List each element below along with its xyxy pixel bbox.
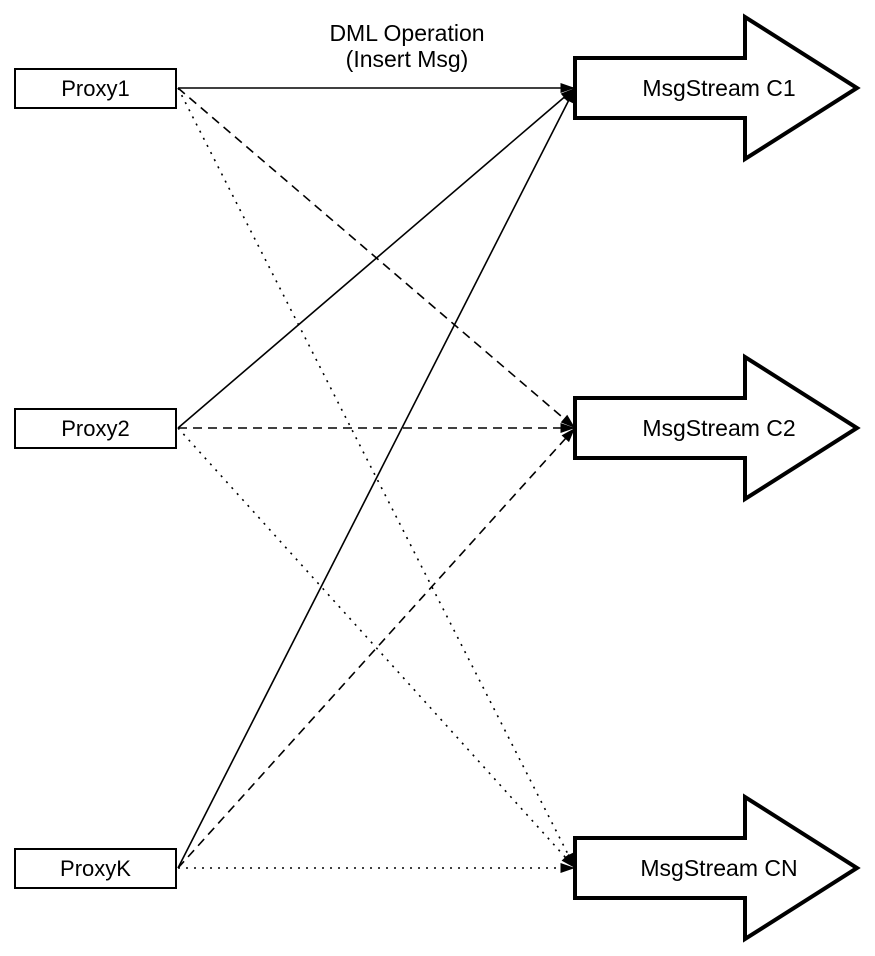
dml-operation-label-line-2: (Insert Msg) <box>345 46 469 72</box>
edges-group <box>177 83 576 873</box>
edge-proxyk-c1 <box>177 87 576 869</box>
dml-operation-label-line-1: DML Operation <box>329 20 485 46</box>
block-arrows-group <box>573 13 861 943</box>
msgstream-cn-label: MsgStream CN <box>640 855 798 881</box>
dml-operation-label: DML Operation (Insert Msg) <box>257 20 557 72</box>
msgstream-c1-arrow <box>573 13 861 163</box>
edge-proxy2-cn <box>177 427 576 869</box>
proxyk-label: ProxyK <box>60 855 131 881</box>
msgstream-cn-arrow <box>573 793 861 943</box>
proxy2-label: Proxy2 <box>61 415 130 441</box>
proxy1-box: Proxy1 <box>14 68 177 109</box>
msgstream-c2-label: MsgStream C2 <box>642 415 796 441</box>
edge-proxy2-c1 <box>177 87 576 429</box>
edge-proxy1-cn <box>177 87 576 869</box>
msgstream-c2-arrow <box>573 353 861 503</box>
proxy2-box: Proxy2 <box>14 408 177 449</box>
edge-proxyk-c2 <box>177 427 576 869</box>
proxy1-label: Proxy1 <box>61 75 130 101</box>
msgstream-c1-label: MsgStream C1 <box>642 75 796 101</box>
proxyk-box: ProxyK <box>14 848 177 889</box>
